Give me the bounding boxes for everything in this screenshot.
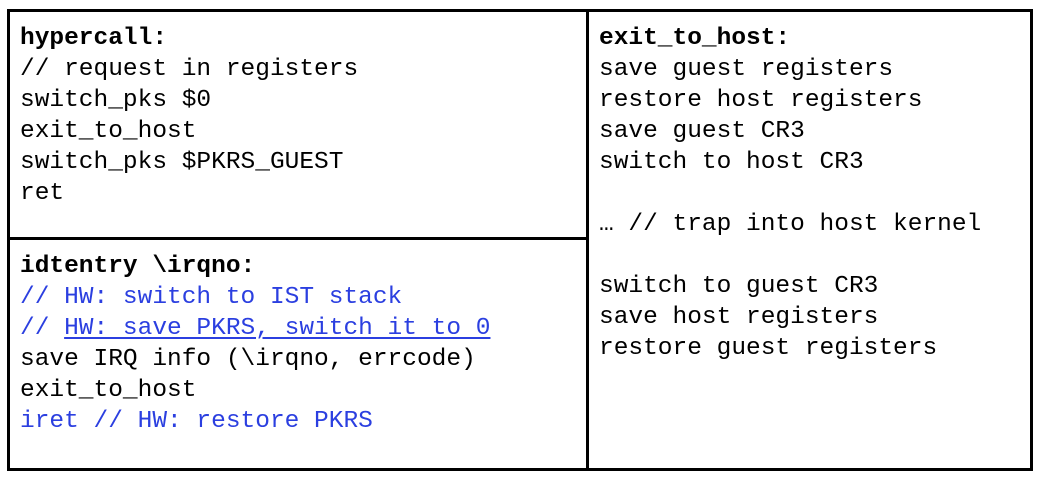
idtentry-line-1: // HW: switch to IST stack xyxy=(20,284,403,311)
exit-line-6: … // trap into host kernel xyxy=(599,211,982,238)
hypercall-line-4: switch_pks $PKRS_GUEST xyxy=(20,149,344,176)
idtentry-line-2-prefix: // xyxy=(20,315,65,342)
hypercall-line-5: ret xyxy=(20,180,65,207)
hypercall-line-3: exit_to_host xyxy=(20,118,197,145)
right-column: exit_to_host: save guest registers resto… xyxy=(589,12,1030,468)
hypercall-line-2: switch_pks $0 xyxy=(20,87,212,114)
exit-line-1: save guest registers xyxy=(599,56,894,83)
idtentry-line-3: save IRQ info (\irqno, errcode) xyxy=(20,346,476,373)
idtentry-line-5: iret // HW: restore PKRS xyxy=(20,408,373,435)
idtentry-line-4: exit_to_host xyxy=(20,377,197,404)
left-column: hypercall: // request in registers switc… xyxy=(10,12,589,468)
idtentry-line-2-underlined: HW: save PKRS, switch it to 0 xyxy=(64,315,491,342)
idtentry-label: idtentry \irqno: xyxy=(20,253,256,280)
idtentry-line-2: // HW: save PKRS, switch it to 0 xyxy=(20,313,586,344)
exit-line-10: restore guest registers xyxy=(599,335,938,362)
panel-idtentry: idtentry \irqno: // HW: switch to IST st… xyxy=(10,240,586,468)
exit-line-3: save guest CR3 xyxy=(599,118,805,145)
panel-exit-to-host: exit_to_host: save guest registers resto… xyxy=(589,12,1030,468)
hypercall-line-1: // request in registers xyxy=(20,56,359,83)
exit-line-2: restore host registers xyxy=(599,87,923,114)
exit-line-7-blank xyxy=(599,240,1030,271)
panel-hypercall: hypercall: // request in registers switc… xyxy=(10,12,586,240)
exit-line-5-blank xyxy=(599,178,1030,209)
hypercall-label: hypercall: xyxy=(20,25,168,52)
pseudocode-figure: hypercall: // request in registers switc… xyxy=(7,9,1033,471)
exit-line-4: switch to host CR3 xyxy=(599,149,864,176)
exit-line-8: switch to guest CR3 xyxy=(599,273,879,300)
exit-to-host-label: exit_to_host: xyxy=(599,25,791,52)
exit-line-9: save host registers xyxy=(599,304,879,331)
